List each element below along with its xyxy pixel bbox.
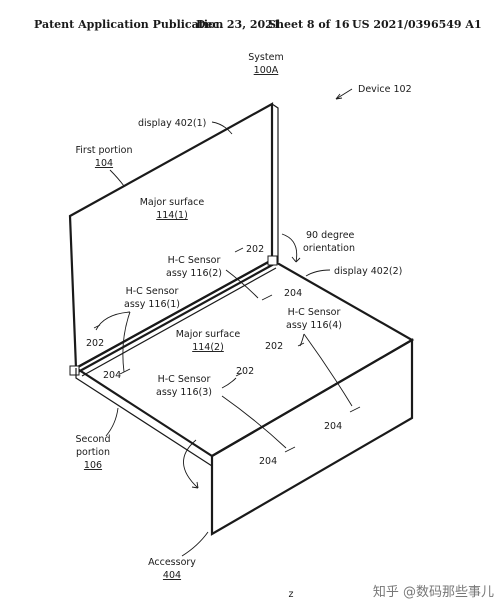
hc-sensor-3-assy: assy 116(3) [156,387,212,398]
second-portion-label: Second [76,434,111,445]
ref-202-b: 202 [86,338,104,349]
hc-sensor-4-leader-b [303,333,353,407]
ninety-degree-arrowhead [291,256,301,263]
hc-sensor-3-leader-a [221,377,237,389]
second-portion-ref: 106 [84,460,102,471]
panel-left-edge [69,215,77,369]
accessory-leader [181,531,209,557]
ref-204-c: 204 [259,456,277,467]
major-surface-1-label: Major surface [140,197,205,208]
major-surface-2-ref: 114(2) [192,342,224,353]
header-date: Dec. 23, 2021 [196,18,280,31]
display-402-2-leader [305,269,331,277]
hinge-end-right [267,255,278,266]
accessory-rotation-arc [183,439,199,489]
first-portion-panel [68,102,274,370]
sensor-204-mark-a [261,294,273,301]
hc-sensor-2-assy: assy 116(2) [166,268,222,279]
sensor-204-mark-d [349,406,361,413]
ninety-degree-label: 90 degree [306,230,355,241]
sensor-204-mark-b [119,368,131,375]
sensor-202-mark-a [234,247,244,253]
sensor-marks [93,247,361,453]
ref-204-d: 204 [324,421,342,432]
hc-sensor-3-leader-b [221,395,287,449]
hc-sensor-3-label: H-C Sensor [158,374,211,385]
hc-sensor-1-leader-b [122,311,131,373]
display-402-1-leader [211,121,233,135]
hc-sensor-1-assy: assy 116(1) [124,299,180,310]
ref-204-b: 204 [103,370,121,381]
accessory-rotation-arrowhead [191,481,199,489]
second-portion-label-2: portion [76,447,110,458]
sensor-202-mark-c [235,372,243,377]
hc-sensor-1-label: H-C Sensor [126,286,179,297]
header-sheet: Sheet 8 of 16 [268,18,350,31]
hc-sensor-4-leader-a [299,333,305,347]
panel-thickness-edge [271,103,279,262]
ref-202-a: 202 [246,244,264,255]
second-portion-left-edge [75,368,213,467]
header-number: US 2021/0396549 A1 [352,18,482,31]
major-surface-1-ref: 114(1) [156,210,188,221]
sensor-204-mark-c [284,446,296,453]
hinge-end-left [69,365,80,376]
hinge-line-inner [81,267,277,377]
ref-204-a: 204 [284,288,302,299]
display-402-1-label: display 402(1) [138,118,206,129]
hc-sensor-2-label: H-C Sensor [168,255,221,266]
device-label: Device 102 [358,84,412,95]
accessory-label: Accessory [148,557,196,568]
system-label: System [248,52,283,63]
hc-sensor-4-label: H-C Sensor [288,307,341,318]
system-ref: 100A [254,65,279,76]
ref-202-d: 202 [265,341,283,352]
first-portion-leader [109,169,125,187]
first-portion-ref: 104 [95,158,113,169]
first-portion-label: First portion [76,145,133,156]
hc-sensor-2-leader [225,269,259,299]
display-402-2-label: display 402(2) [334,266,402,277]
header-publication: Patent Application Publication [34,18,223,31]
major-surface-2-label: Major surface [176,329,241,340]
device-arrowhead [335,93,343,100]
ref-202-c: 202 [236,366,254,377]
device-leader [335,88,353,100]
sheet-letter: z [289,589,294,600]
ninety-degree-arc [281,233,298,263]
hc-sensor-4-assy: assy 116(4) [286,320,342,331]
accessory-ref: 404 [163,570,181,581]
watermark-text: 知乎 @数码那些事儿 [373,584,494,600]
orientation-label: orientation [303,243,355,254]
second-portion-leader [105,407,119,437]
hc-sensor-1-leader-a [95,311,131,331]
